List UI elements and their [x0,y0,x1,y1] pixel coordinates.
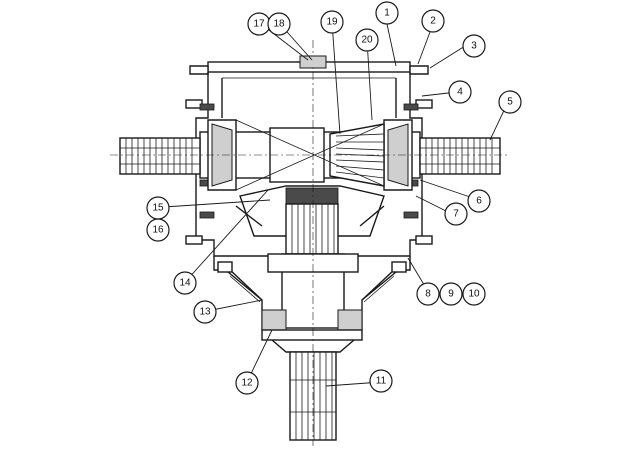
callout-17: 17 [247,12,271,36]
callout-5: 5 [498,90,522,114]
callout-14: 14 [173,271,197,295]
callout-18: 18 [267,12,291,36]
callout-14-label: 14 [179,278,191,289]
callout-2-label: 2 [430,16,436,27]
cover-ear-left [189,65,209,75]
callout-3: 3 [462,34,486,58]
callout-13: 13 [193,300,217,324]
callout-4: 4 [448,80,472,104]
callout-1-label: 1 [384,8,390,19]
callout-8-label: 8 [425,289,431,300]
callout-15-label: 15 [152,203,164,214]
callout-3-label: 3 [471,41,477,52]
callout-16-label: 16 [152,225,164,236]
callout-6-label: 6 [476,196,482,207]
horizontal-shaft [110,119,510,191]
callouts: 1 2 3 4 5 6 7 8 9 10 11 12 13 14 15 16 1… [146,1,522,395]
callout-13-label: 13 [199,307,211,318]
cover-ear-right [409,65,429,75]
callout-2: 2 [421,9,445,33]
callout-12: 12 [235,371,259,395]
callout-16: 16 [146,218,170,242]
right-spline [419,137,501,175]
callout-15: 15 [146,196,170,220]
callout-1: 1 [375,1,399,25]
callout-18-label: 18 [273,19,285,30]
left-spline [119,137,201,175]
callout-19: 19 [320,10,344,34]
callout-11-label: 11 [376,376,387,387]
callout-17-label: 17 [253,19,265,30]
callout-20-label: 20 [361,35,373,46]
callout-12-label: 12 [241,378,253,389]
callout-10: 10 [462,282,486,306]
callout-9-label: 9 [448,289,454,300]
callout-19-label: 19 [326,17,338,28]
callout-4-label: 4 [457,87,463,98]
callout-7-label: 7 [453,209,459,220]
callout-10-label: 10 [468,289,480,300]
vertical-shaft [227,40,397,446]
callout-8: 8 [416,282,440,306]
callout-9: 9 [439,282,463,306]
callout-11: 11 [369,369,393,393]
callout-5-label: 5 [507,97,513,108]
callout-6: 6 [467,189,491,213]
callout-7: 7 [444,202,468,226]
callout-20: 20 [355,28,379,52]
top-plug [299,55,327,69]
